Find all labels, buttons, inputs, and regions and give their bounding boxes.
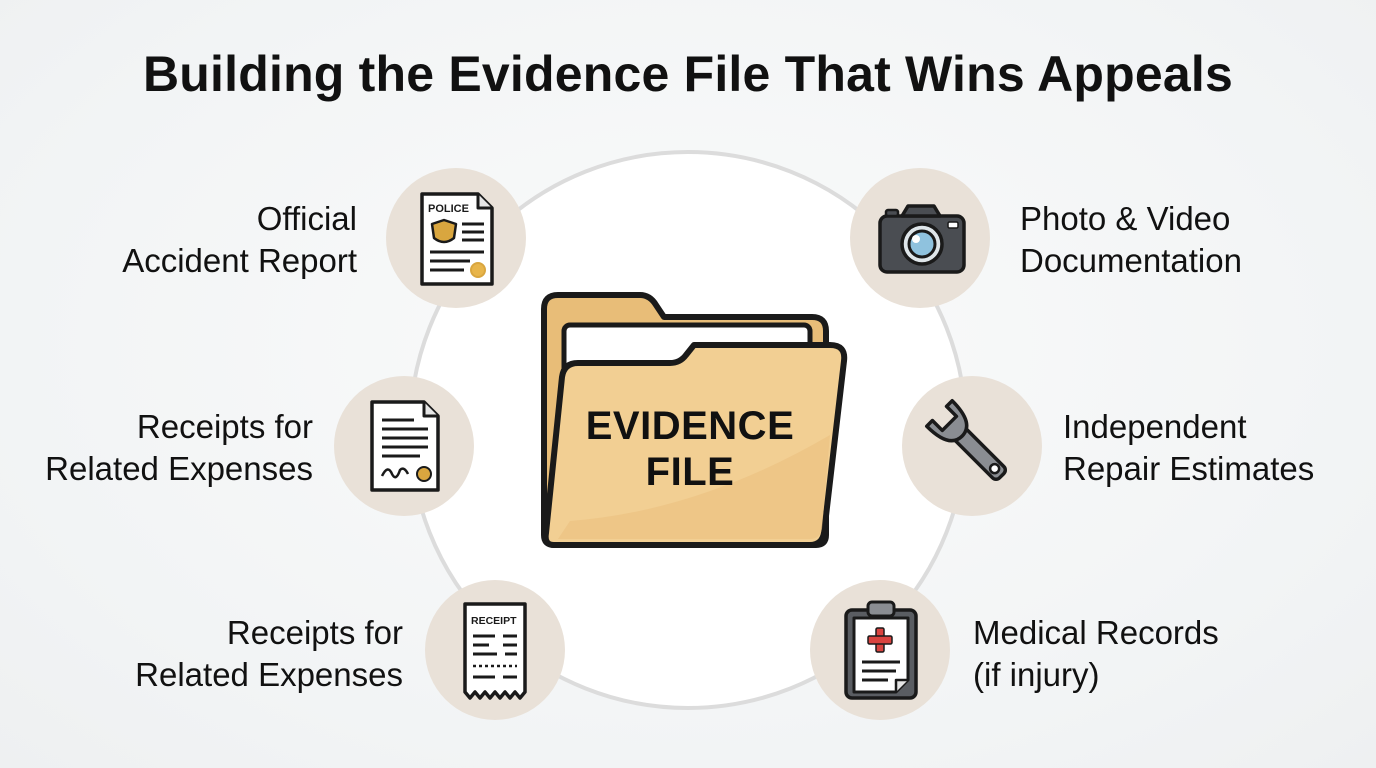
page-title: Building the Evidence File That Wins App… [143, 46, 1233, 102]
folder-label-line1: EVIDENCE [585, 404, 795, 448]
photo-video-label: Photo & Video Documentation [1020, 198, 1360, 282]
repair-estimates-label: Independent Repair Estimates [1063, 406, 1363, 490]
folder-icon [541, 292, 848, 548]
repair-estimates-node [902, 376, 1042, 516]
accident-report-node: POLICE [386, 168, 526, 308]
accident-report-label-line2: Accident Report [122, 242, 357, 279]
expenses-label-2-line2: Related Expenses [135, 656, 403, 693]
police-report-icon: POLICE [420, 192, 494, 286]
expenses-label-2-line1: Receipts for [226, 614, 403, 651]
repair-estimates-label-line2: Repair Estimates [1063, 450, 1315, 487]
expenses-label-2: Receipts for Related Expenses [20, 612, 403, 696]
medical-records-node [810, 580, 950, 720]
accident-report-label-line1: Official [256, 200, 357, 237]
expenses-node-2: RECEIPT [425, 580, 565, 720]
accident-report-label: Official Accident Report [20, 198, 357, 282]
folder-label-line2: FILE [645, 450, 735, 494]
camera-icon [878, 204, 966, 274]
photo-video-label-line2: Documentation [1020, 242, 1242, 279]
medical-records-label-line2: (if injury) [973, 656, 1100, 693]
expenses-label-1-line2: Related Expenses [45, 450, 313, 487]
expenses-node-1 [334, 376, 474, 516]
medical-records-label-line1: Medical Records [973, 614, 1219, 651]
folder-label: EVIDENCE FILE [550, 403, 830, 495]
evidence-folder: EVIDENCE FILE [530, 285, 850, 555]
receipt-icon-text: RECEIPT [471, 615, 517, 627]
expenses-label-1-line1: Receipts for [136, 408, 313, 445]
wrench-icon [924, 398, 1008, 482]
photo-video-label-line1: Photo & Video [1020, 200, 1231, 237]
signed-document-icon [370, 400, 440, 492]
medical-records-label: Medical Records (if injury) [973, 612, 1273, 696]
repair-estimates-label-line1: Independent [1063, 408, 1247, 445]
receipt-icon: RECEIPT [463, 602, 527, 700]
expenses-label-1: Receipts for Related Expenses [20, 406, 313, 490]
medical-clipboard-icon [844, 600, 918, 700]
police-icon-text: POLICE [428, 203, 469, 215]
photo-video-node [850, 168, 990, 308]
